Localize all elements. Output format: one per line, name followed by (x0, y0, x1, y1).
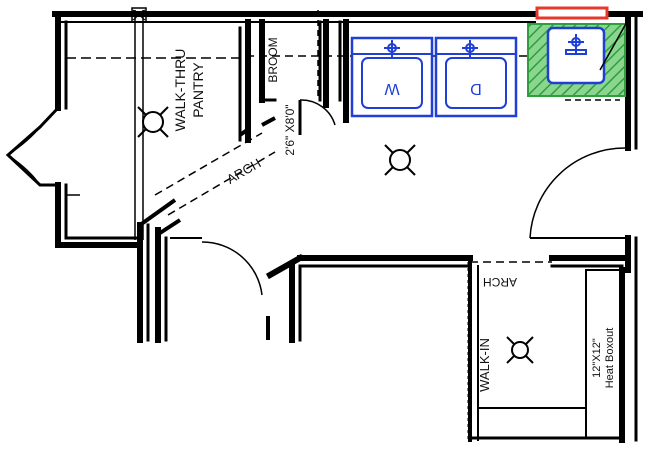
faucet-icon (462, 40, 478, 58)
walk-in-label: WALK-IN (477, 338, 492, 392)
door-dimension-label: 2'6" X8'0" (283, 104, 297, 155)
walk-in-light-icon (506, 336, 534, 364)
broom-label: BROOM (266, 37, 280, 82)
pantry-label-line1: WALK-THRU (172, 49, 188, 132)
arch-diagonal-label: ARCH (224, 155, 263, 186)
pantry-light-icon (137, 106, 169, 138)
faucet-icon (565, 34, 587, 55)
washer[interactable]: W (350, 36, 434, 118)
laundry-light-icon (384, 144, 416, 176)
washer-label: W (384, 80, 400, 97)
doors (5, 99, 628, 296)
light-fixture-icons (137, 106, 534, 364)
pantry-label-line2: PANTRY (190, 62, 206, 118)
heat-boxout-label-line2: Heat Boxout (604, 328, 616, 389)
heat-boxout-label-line1: 12"X12" (591, 338, 603, 378)
walls (52, 11, 643, 443)
dryer[interactable]: D (434, 36, 518, 118)
arch-lower-label: ARCH (483, 275, 517, 289)
faucet-icon (384, 40, 400, 58)
window-accent (535, 6, 609, 20)
dryer-label: D (470, 80, 482, 97)
utility-sink[interactable] (527, 19, 629, 101)
